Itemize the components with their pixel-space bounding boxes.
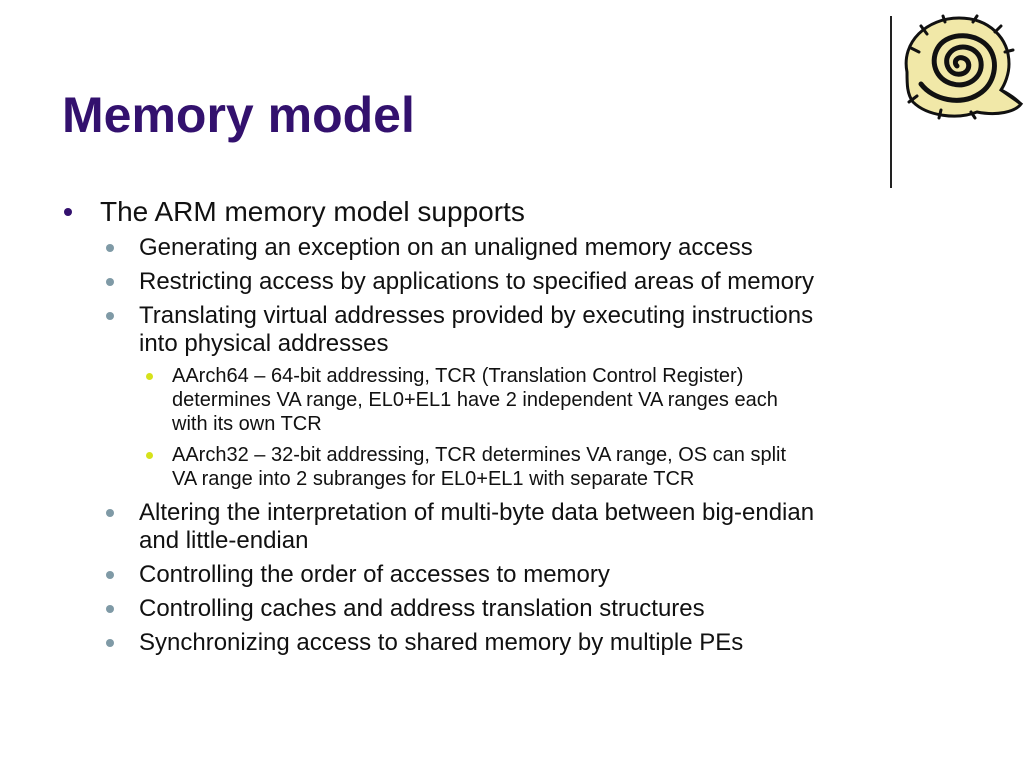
list-item: Altering the interpretation of multi-byt…	[139, 499, 815, 526]
list-item: VA range into 2 subranges for EL0+EL1 wi…	[172, 468, 695, 490]
list-item: AArch64 – 64-bit addressing, TCR (Transl…	[172, 365, 744, 387]
vertical-divider	[890, 16, 892, 188]
list-item: with its own TCR	[172, 413, 322, 435]
list-item: Controlling caches and address translati…	[139, 595, 705, 622]
bullet-dot	[146, 452, 153, 459]
list-item: Restricting access by applications to sp…	[139, 268, 814, 295]
list-item: Generating an exception on an unaligned …	[139, 234, 753, 261]
bullet-dot	[106, 244, 114, 252]
list-item: Synchronizing access to shared memory by…	[139, 629, 744, 656]
bullet-dot	[106, 571, 114, 579]
list-item: Translating virtual addresses provided b…	[139, 302, 814, 329]
list-item: The ARM memory model supports	[100, 196, 525, 227]
list-item: and little-endian	[139, 527, 309, 554]
bullet-dot	[106, 509, 114, 517]
bullet-dot	[106, 312, 114, 320]
slide-title: Memory model	[62, 87, 415, 143]
bullet-dot	[146, 373, 153, 380]
list-item: Controlling the order of accesses to mem…	[139, 561, 610, 588]
list-item: determines VA range, EL0+EL1 have 2 inde…	[172, 389, 778, 411]
bullet-dot	[106, 605, 114, 613]
bullet-dot	[106, 639, 114, 647]
bullet-dot	[64, 208, 72, 216]
list-item: AArch32 – 32-bit addressing, TCR determi…	[172, 444, 787, 466]
list-item: into physical addresses	[139, 330, 389, 357]
bullet-dot	[106, 278, 114, 286]
spiral-shell-icon	[904, 14, 1024, 120]
